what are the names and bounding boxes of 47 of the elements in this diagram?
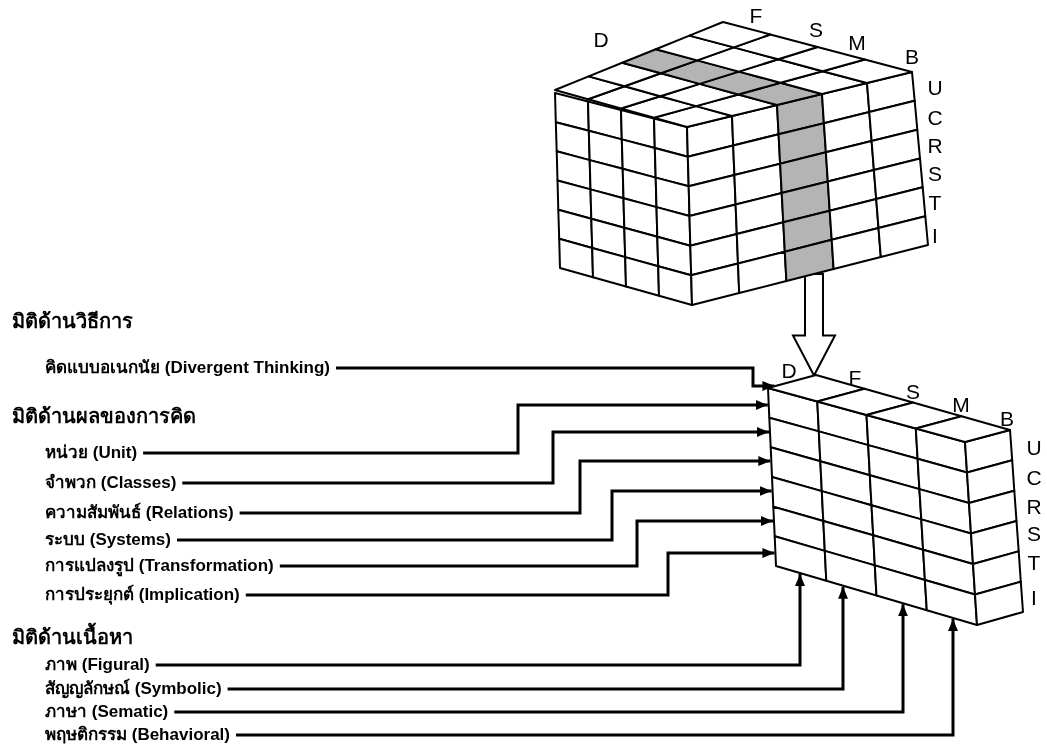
arrow — [245, 548, 775, 597]
category-label: ระบบ (Systems) — [45, 530, 171, 550]
arrow — [791, 273, 837, 378]
axis-letter: U — [927, 77, 943, 99]
axis-letter: D — [593, 29, 609, 51]
arrow — [143, 400, 768, 455]
section-heading: มิติด้านผลของการคิด — [12, 404, 196, 428]
axis-letter: C — [927, 107, 943, 129]
arrow — [227, 586, 848, 691]
axis-letter: I — [932, 225, 938, 247]
axis-letter: R — [1026, 496, 1042, 518]
axis-letter: M — [848, 32, 866, 54]
category-label: ภาพ (Figural) — [45, 655, 150, 675]
axis-letter: F — [848, 367, 862, 389]
axis-letter: R — [927, 135, 943, 157]
axis-letter: T — [1027, 552, 1041, 574]
axis-letter: S — [906, 381, 920, 403]
arrow — [236, 619, 958, 737]
axis-letter: I — [1031, 587, 1037, 609]
axis-letter: C — [1026, 467, 1042, 489]
category-label: การประยุกต์ (Implication) — [45, 585, 240, 605]
category-label: หน่วย (Unit) — [45, 443, 138, 463]
category-label: ภาษา (Sematic) — [45, 702, 169, 722]
axis-letter: U — [1026, 437, 1042, 459]
category-label: คิดแบบอเนกนัย (Divergent Thinking) — [45, 358, 330, 378]
category-label: จำพวก (Classes) — [45, 473, 177, 493]
axis-letter: S — [1027, 523, 1041, 545]
axis-letter: T — [928, 192, 942, 214]
category-label: ความสัมพันธ์ (Relations) — [45, 503, 234, 523]
axis-letter: M — [952, 394, 970, 416]
arrow — [177, 486, 772, 542]
axis-letter: B — [1000, 408, 1014, 430]
axis-letter: S — [928, 163, 942, 185]
section-heading: มิติด้านวิธีการ — [12, 309, 133, 333]
arrow — [174, 604, 908, 714]
category-label: สัญญลักษณ์ (Symbolic) — [45, 679, 222, 699]
axis-letter: F — [749, 5, 763, 27]
arrow — [182, 427, 769, 485]
axis-letter: B — [905, 46, 919, 68]
arrow — [239, 456, 771, 515]
axis-letter: S — [809, 19, 823, 41]
arrow — [336, 366, 775, 391]
category-label: การแปลงรูป (Transformation) — [45, 556, 274, 576]
arrow — [279, 516, 773, 568]
category-label: พฤษติกรรม (Behavioral) — [45, 725, 230, 744]
arrow — [155, 574, 805, 667]
axis-letter: D — [781, 360, 797, 382]
